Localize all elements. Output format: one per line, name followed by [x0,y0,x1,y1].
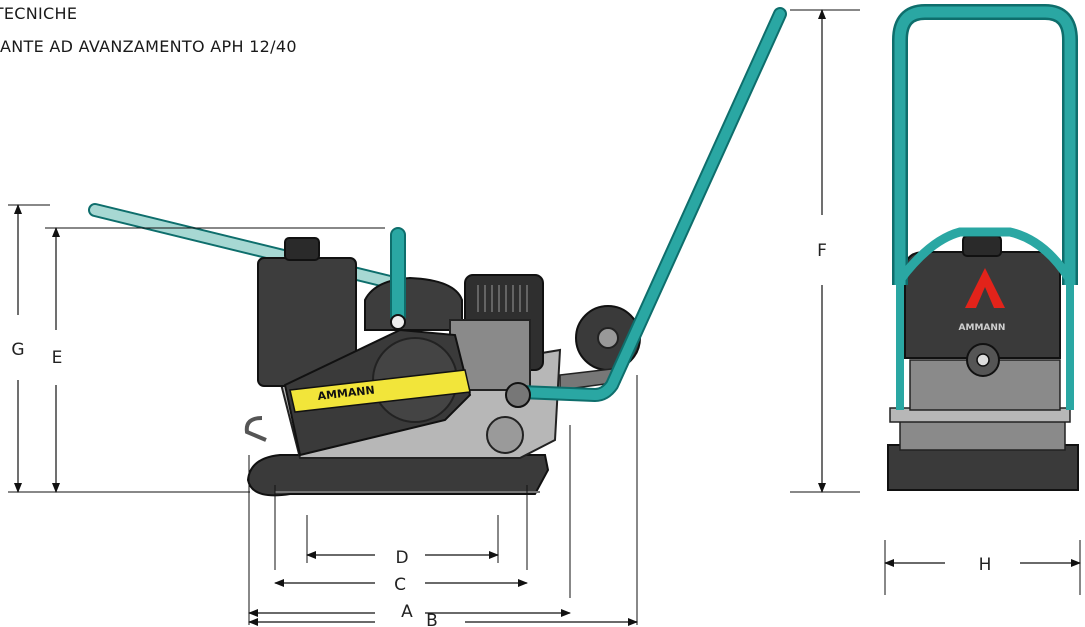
front-base-plate [887,444,1079,491]
side-view-machine: AMMANN [88,7,787,497]
fuel-cap [284,237,320,261]
front-fuel-cap [962,235,1002,257]
front-handle [894,6,1076,285]
air-filter [364,276,463,331]
dim-label-f: F [817,241,827,261]
front-brand-text: AMMANN [959,323,1006,333]
spec-title-line1: E TECNICHE [0,4,78,23]
handle-pivot [505,382,531,408]
grip-rod [390,227,406,324]
dim-label-h: H [979,555,992,575]
lifting-hook [244,416,267,442]
handle-bar-outline [513,7,787,402]
handle-bar [515,9,785,400]
dim-label-a: A [401,602,413,622]
dim-label-b: B [426,611,438,627]
dim-label-g: G [11,340,24,360]
dim-label-c: C [394,575,406,595]
spec-title-line2: BRANTE AD AVANZAMENTO APH 12/40 [0,37,297,56]
base-plate [246,454,550,497]
ammann-logo-icon [965,268,1005,308]
dim-label-e: E [52,348,63,368]
front-body [904,251,1061,359]
exciter-hub [486,416,524,454]
front-view-machine: AMMANN [887,4,1079,491]
brand-label [289,369,471,413]
front-handle-cross [896,227,1074,283]
brand-label-text: AMMANN [317,384,375,403]
dim-label-d: D [395,548,408,568]
